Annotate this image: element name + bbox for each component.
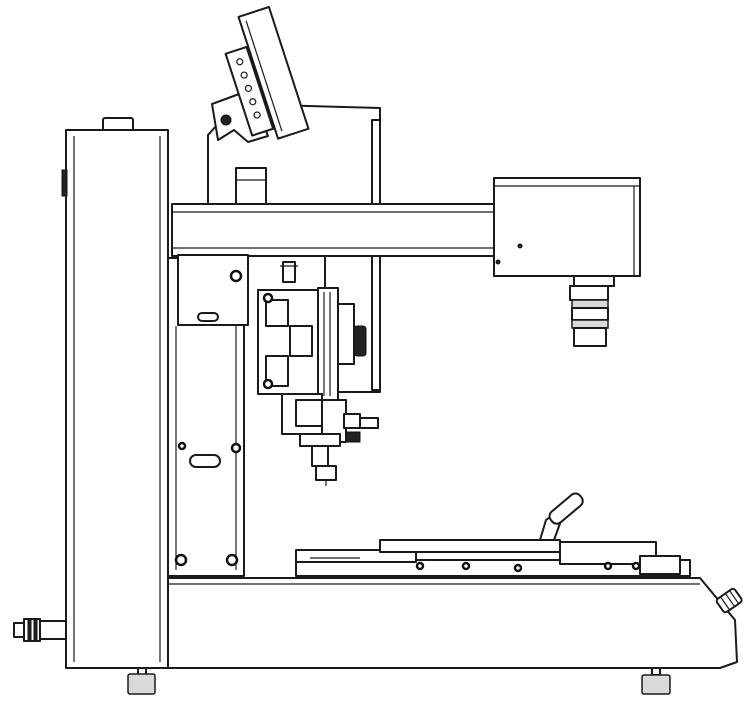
- base-adjust-knob: [715, 587, 743, 614]
- dispense-needle-assembly: [281, 393, 379, 486]
- base-housing: [165, 577, 738, 669]
- clamp-lever: [539, 492, 584, 541]
- rear-column: [61, 117, 169, 669]
- left-foot: [127, 664, 156, 695]
- cable-chain: [211, 6, 310, 143]
- camera-lens: [569, 275, 615, 347]
- right-foot: [641, 664, 671, 695]
- z-slide-carriage: [177, 254, 367, 401]
- horizontal-arm: [171, 203, 501, 257]
- air-inlet-fitting: [13, 618, 67, 642]
- camera-head: [493, 177, 641, 277]
- work-table: [295, 539, 691, 577]
